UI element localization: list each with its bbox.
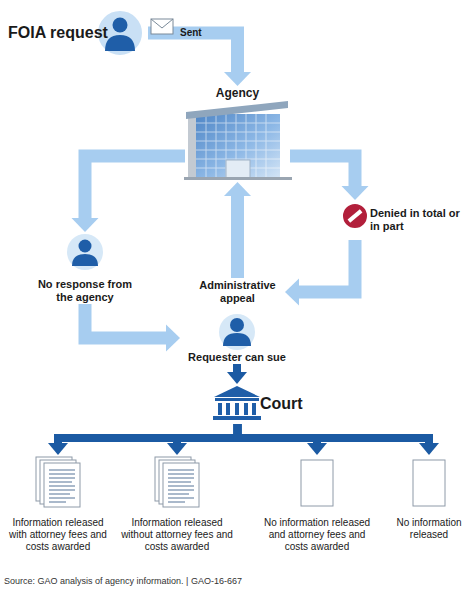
arrow-head (307, 443, 327, 455)
arrow-head (72, 218, 99, 232)
requester-sue-person-icon (219, 314, 255, 350)
outcome-node: No information released (385, 455, 473, 567)
agency-node: Agency (185, 86, 290, 182)
arrow-shaft (58, 424, 238, 443)
arrow-shaft (177, 424, 238, 443)
agency-building-icon (184, 101, 292, 180)
arrow-shaft (238, 424, 430, 443)
flow-arrow (167, 424, 238, 455)
source-note: Source: GAO analysis of agency informati… (4, 576, 242, 586)
arrow-shaft (290, 156, 355, 186)
arrow-head (167, 443, 187, 455)
flow-arrow (85, 304, 180, 352)
arrow-head (224, 72, 251, 86)
node-label: Information released with attorney fees … (8, 517, 108, 553)
flow-arrow (224, 182, 251, 278)
court-building-icon (213, 386, 261, 420)
node-label: No information released and attorney fee… (261, 517, 373, 553)
arrow-shaft (299, 240, 355, 292)
arrow-shaft (231, 196, 244, 278)
request-node: FOIA request (8, 20, 148, 46)
outcome-node: Information released with attorney fees … (4, 455, 112, 567)
flow-arrow (290, 156, 369, 200)
node-label: Denied in total or in part (370, 207, 462, 233)
arrow-head (166, 325, 180, 352)
arrow-head (224, 182, 251, 196)
arrow-shaft (85, 156, 185, 218)
arrow-head (342, 186, 369, 200)
node-label: No information released (391, 517, 467, 541)
arrow-shaft (233, 364, 241, 372)
flow-arrow (238, 424, 440, 455)
blank-page-icon (301, 460, 333, 506)
node-label: Information released without attorney fe… (121, 517, 233, 553)
court-node: Court (180, 384, 295, 424)
outcome-node: Information released without attorney fe… (118, 455, 236, 567)
no-response-person-icon (67, 234, 103, 270)
flow-arrow (227, 364, 247, 384)
requester-node: Requester can sue (180, 312, 294, 364)
flow-arrow (148, 33, 251, 86)
edge-label: Sent (180, 27, 202, 38)
denied-node: Denied in total or in part (340, 200, 472, 240)
document-stack-icon (36, 457, 80, 507)
envelope-icon (151, 19, 173, 34)
blank-page-icon (413, 460, 445, 506)
node-label: Court (260, 395, 303, 413)
flow-arrow (285, 240, 355, 306)
arrow-head (227, 372, 247, 384)
arrow-shaft (148, 33, 238, 72)
node-label: Agency (216, 86, 259, 100)
appeal-node: Administrative appeal (190, 278, 285, 306)
node-label: Requester can sue (188, 351, 286, 364)
arrow-shaft (85, 304, 166, 338)
arrow-head (419, 443, 439, 455)
arrow-head (48, 443, 68, 455)
flow-arrow (72, 156, 186, 232)
node-label: Administrative appeal (190, 279, 285, 305)
denied-stop-icon (342, 203, 368, 229)
outcome-node: No information released and attorney fee… (258, 455, 376, 567)
node-label: No response from the agency (30, 278, 140, 304)
node-label: FOIA request (8, 24, 108, 42)
flow-arrow (48, 424, 238, 455)
document-stack-icon (155, 457, 199, 507)
status-node: No response from the agency (30, 232, 140, 304)
arrow-head (285, 279, 299, 306)
